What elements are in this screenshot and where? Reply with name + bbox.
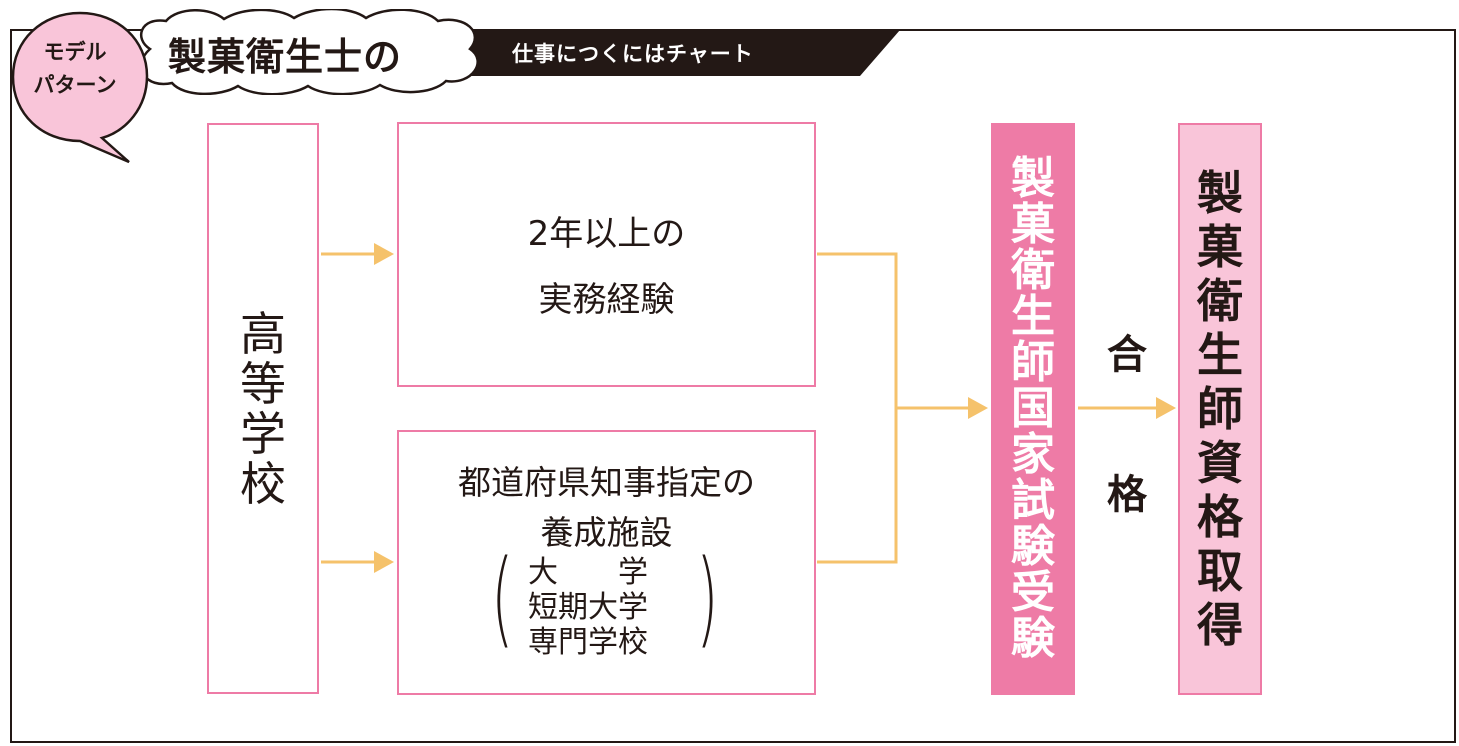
qualification-char: 得 xyxy=(1197,598,1243,652)
qualification-char: 製 xyxy=(1197,166,1243,220)
facility-type-junior-college: 短期大学 xyxy=(528,590,648,625)
node-qualification: 製菓衛生師資格取得 xyxy=(1178,123,1262,695)
pass-char-2: 格 xyxy=(1107,472,1147,518)
pass-char-1: 合 xyxy=(1107,332,1147,378)
exam-char: 験 xyxy=(1011,521,1055,572)
node-high-school: 高等学校 xyxy=(207,123,319,694)
qualification-char: 取 xyxy=(1197,544,1243,598)
badge-line-1: モデル xyxy=(43,40,107,64)
high-school-char: 校 xyxy=(240,456,286,511)
exam-char: 生 xyxy=(1011,291,1055,342)
qualification-char: 生 xyxy=(1197,328,1243,382)
high-school-char: 学 xyxy=(240,406,286,461)
close-paren: ) xyxy=(696,537,719,659)
facility-line-1: 都道府県知事指定の xyxy=(458,463,755,502)
qualification-char: 格 xyxy=(1197,490,1243,544)
exam-char: 衛 xyxy=(1011,245,1055,296)
exam-char: 家 xyxy=(1011,429,1055,480)
page-title: 製菓衛生士の xyxy=(168,35,403,79)
title-cloud xyxy=(139,9,479,95)
exam-char: 師 xyxy=(1011,337,1055,388)
badge-label: モデル パターン xyxy=(10,36,140,102)
subtitle-ribbon xyxy=(430,30,900,76)
node-national-exam: 製菓衛生師国家試験受験 xyxy=(991,123,1075,695)
arrow-to-experience xyxy=(374,243,394,265)
qualification-char: 資 xyxy=(1197,436,1243,490)
experience-line-2: 実務経験 xyxy=(538,280,675,320)
arrow-to-facility xyxy=(374,551,394,573)
arrow-to-qualification xyxy=(1156,397,1176,419)
model-pattern-badge xyxy=(11,11,149,164)
high-school-char: 高 xyxy=(240,306,286,361)
facility-type-vocational-school: 専門学校 xyxy=(528,625,648,660)
page-subtitle: 仕事につくにはチャート xyxy=(512,42,754,66)
exam-char: 製 xyxy=(1011,153,1055,204)
exam-char: 国 xyxy=(1011,383,1055,434)
qualification-char: 衛 xyxy=(1197,274,1243,328)
facility-line-2: 養成施設 xyxy=(540,513,673,552)
exam-char: 受 xyxy=(1011,567,1055,618)
arrow-to-exam xyxy=(968,397,988,419)
qualification-char: 師 xyxy=(1197,382,1243,436)
high-school-char: 等 xyxy=(240,356,286,411)
exam-char: 験 xyxy=(1011,613,1055,664)
node-training-facility: 都道府県知事指定の 養成施設 xyxy=(397,430,816,695)
exam-char: 試 xyxy=(1011,475,1055,526)
experience-line-1: 2年以上の xyxy=(527,214,686,254)
qualification-char: 菓 xyxy=(1197,220,1243,274)
open-paren: ( xyxy=(491,537,514,659)
badge-line-2: パターン xyxy=(33,73,117,97)
node-work-experience: 2年以上の 実務経験 xyxy=(397,122,816,387)
exam-char: 菓 xyxy=(1011,199,1055,250)
facility-type-university: 大 学 xyxy=(528,555,648,590)
